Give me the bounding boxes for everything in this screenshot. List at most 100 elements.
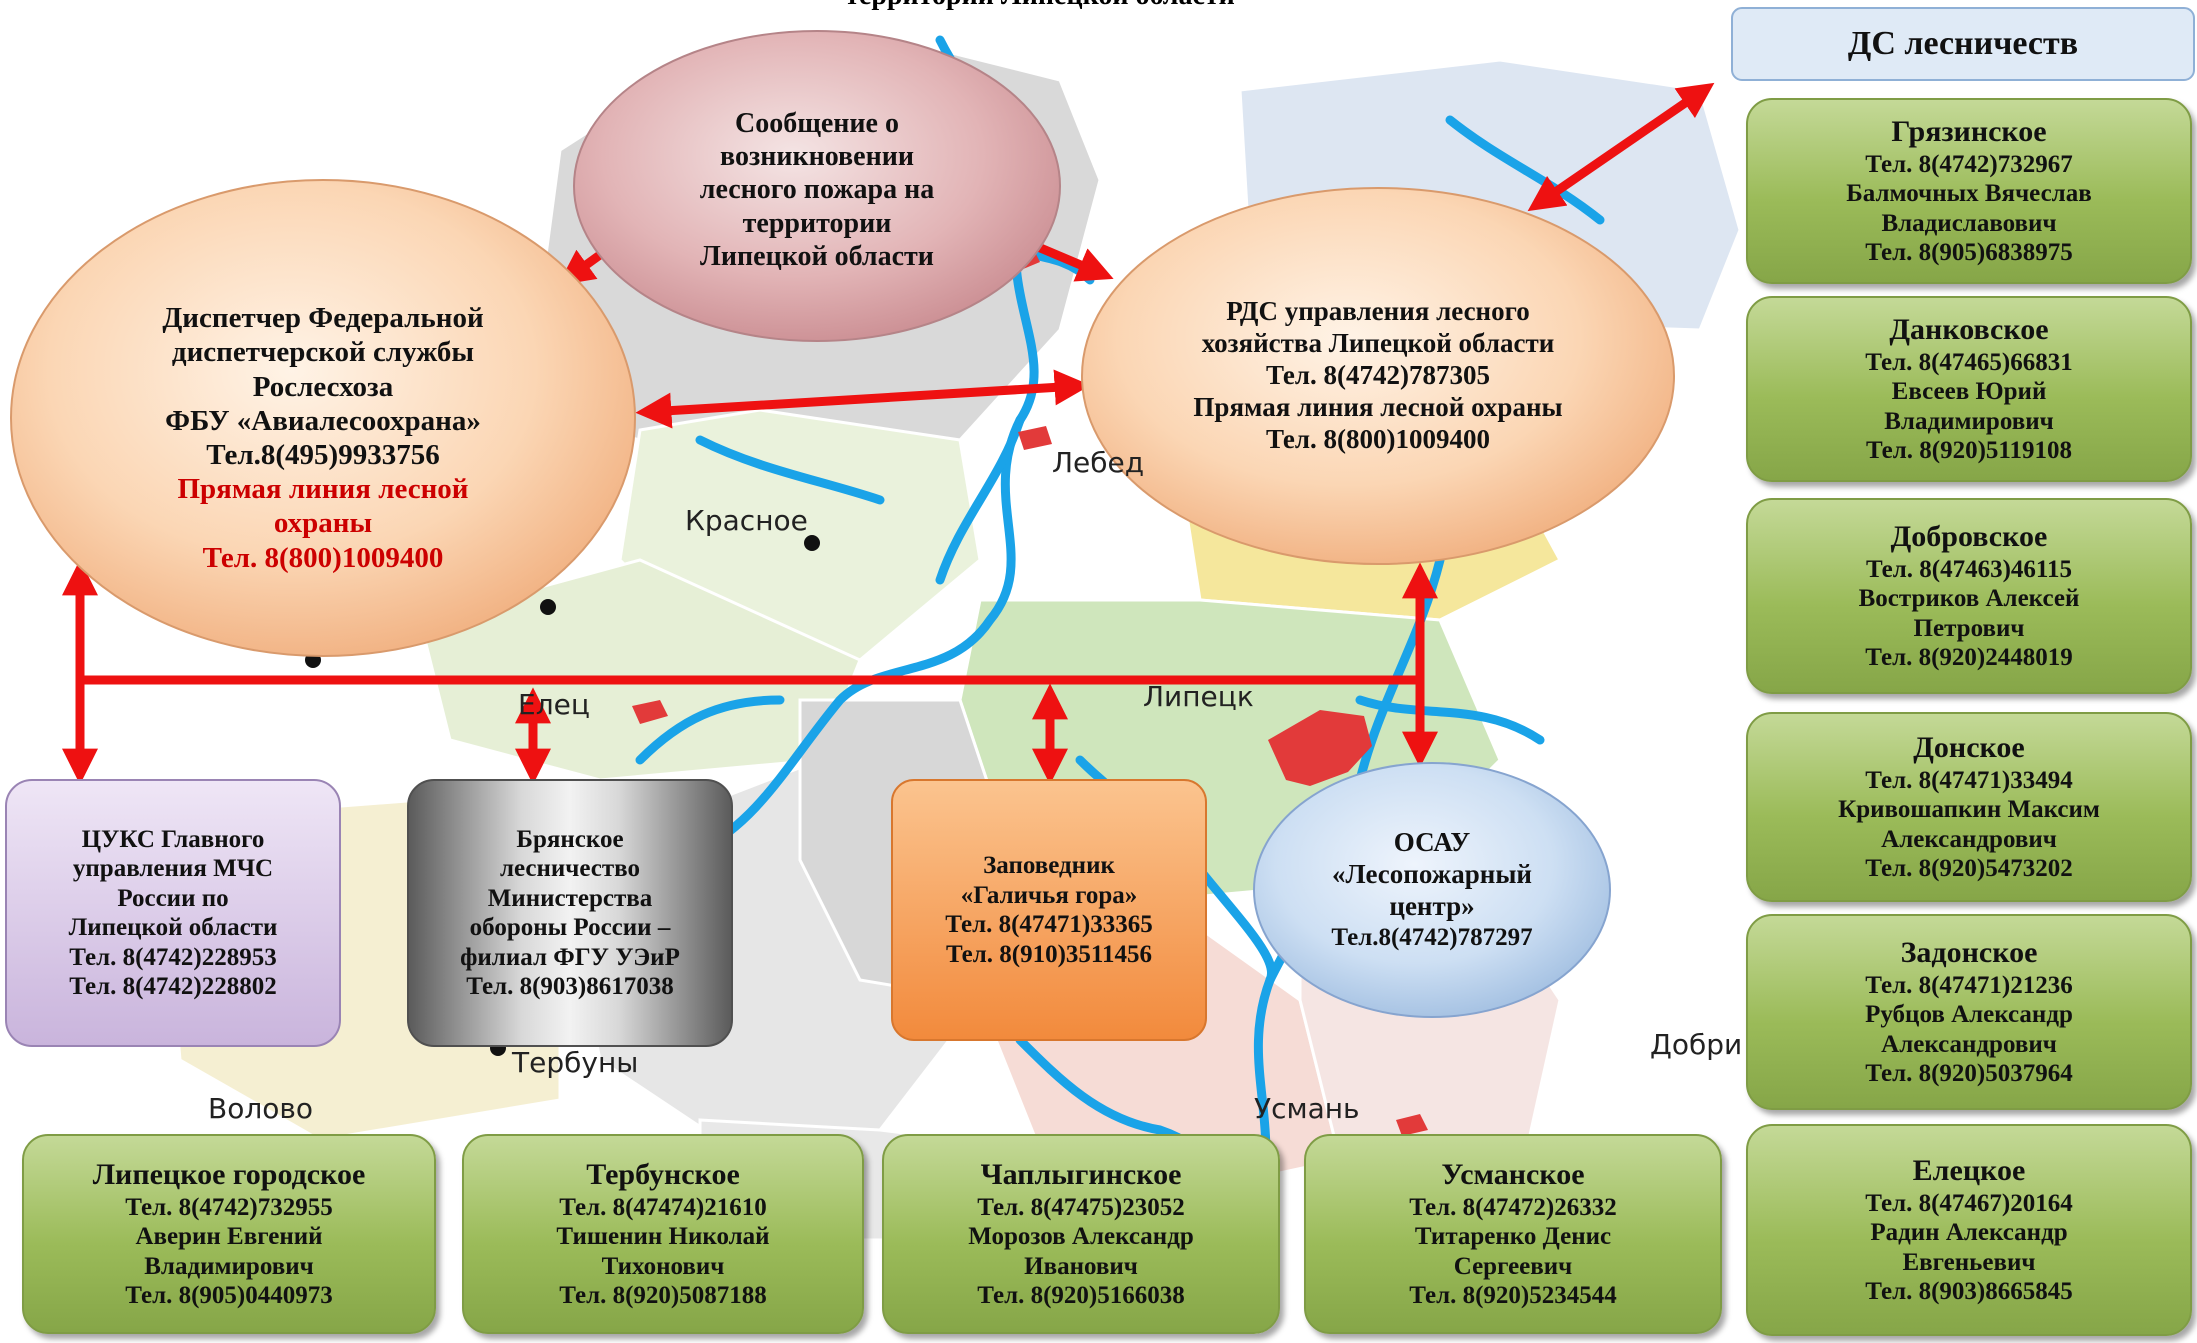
map-label-lebed: Лебед bbox=[1052, 446, 1145, 479]
map-label-dobri: Добри bbox=[1650, 1028, 1743, 1061]
forestry-name: Тербунское bbox=[586, 1158, 740, 1192]
forestry-line: Иванович bbox=[1024, 1252, 1138, 1280]
osau-line: ОСАУ bbox=[1393, 827, 1471, 858]
map-label-usman: Усмань bbox=[1254, 1092, 1360, 1125]
federal-hotline-line: Прямая линия лесной bbox=[177, 473, 469, 506]
forestry-line: Тел. 8(4742)732967 bbox=[1865, 150, 2073, 178]
message-ellipse-bg bbox=[573, 30, 1061, 342]
map-label-elets: Елец bbox=[518, 688, 590, 721]
cuks-box-bg bbox=[5, 779, 341, 1047]
federal-line: диспетчерской службы bbox=[171, 336, 475, 369]
bryansk-line: Тел. 8(903)8617038 bbox=[466, 973, 674, 1000]
osau-line: центр» bbox=[1389, 891, 1475, 922]
osau-line: Тел.8(4742)787297 bbox=[1331, 924, 1533, 952]
cuks-line: России по bbox=[117, 884, 229, 912]
reserve-line: Заповедник bbox=[983, 852, 1115, 879]
map-label-lipetsk: Липецк bbox=[1143, 680, 1254, 713]
federal-line: Тел.8(495)9933756 bbox=[206, 439, 440, 471]
fire-message-node: Сообщение о возникновении лесного пожара… bbox=[640, 90, 994, 290]
osau-fire-center-node: ОСАУ «Лесопожарный центр» Тел.8(4742)787… bbox=[1278, 800, 1586, 980]
federal-hotline-line: Тел. 8(800)1009400 bbox=[202, 541, 444, 574]
bryansk-line: лесничество bbox=[499, 855, 641, 882]
reserve-line: Тел. 8(910)3511456 bbox=[945, 940, 1153, 968]
federal-line: Диспетчер Федеральной bbox=[162, 302, 484, 335]
cuks-line: ЦУКС Главного bbox=[81, 825, 265, 853]
rds-line: хозяйства Липецкой области bbox=[1201, 328, 1555, 359]
cuks-line: Тел. 8(4742)228802 bbox=[69, 973, 277, 1000]
federal-ellipse-bg bbox=[10, 179, 636, 657]
message-line: возникновении bbox=[720, 141, 914, 173]
forestry-line: Тел. 8(47465)66831 bbox=[1865, 348, 2073, 376]
forestry-line: Владимирович bbox=[1884, 407, 2054, 435]
message-line: Липецкой области bbox=[700, 240, 934, 272]
forestry-line: Востриков Алексей bbox=[1858, 585, 2080, 613]
reserve-galichya-gora-node: Заповедник «Галичья гора» Тел. 8(47471)3… bbox=[898, 786, 1200, 1034]
forestry-line: Тел. 8(905)0440973 bbox=[125, 1282, 333, 1310]
forestry-line: Рубцов Александр bbox=[1865, 1001, 2073, 1029]
top-caption: территории Липецкой области bbox=[640, 0, 1440, 12]
osau-ellipse-bg bbox=[1253, 762, 1611, 1018]
forestry-name: Грязинское bbox=[1891, 115, 2047, 149]
rds-line: Прямая линия лесной охраны bbox=[1193, 391, 1563, 422]
reserve-line: Тел. 8(47471)33365 bbox=[945, 911, 1153, 938]
cuks-mchs-node: ЦУКС Главного управления МЧС России по Л… bbox=[12, 786, 334, 1040]
bryansk-line: Министерства bbox=[487, 884, 653, 912]
forestry-line: Тел. 8(47475)23052 bbox=[977, 1193, 1185, 1221]
rds-line: РДС управления лесного bbox=[1226, 296, 1530, 327]
forestry-eletskoe: Елецкое Тел. 8(47467)20164 Радин Алексан… bbox=[1746, 1124, 2192, 1336]
rds-line: Тел. 8(4742)787305 bbox=[1265, 360, 1491, 391]
bryansk-line: обороны России – bbox=[469, 914, 671, 941]
rds-ellipse-bg bbox=[1081, 187, 1675, 565]
forestry-terbunskoe: Тербунское Тел. 8(47474)21610 Тишенин Ни… bbox=[462, 1134, 864, 1334]
forestry-dankovskoe: Данковское Тел. 8(47465)66831 Евсеев Юри… bbox=[1746, 296, 2192, 482]
forestry-line: Тел. 8(47467)20164 bbox=[1865, 1189, 2073, 1217]
forest-fire-spots bbox=[632, 242, 1428, 1136]
forestry-line: Тел. 8(920)5166038 bbox=[977, 1282, 1185, 1310]
forestry-gryazinskoe: Грязинское Тел. 8(4742)732967 Балмочных … bbox=[1746, 98, 2192, 284]
forestry-line: Тел. 8(47472)26332 bbox=[1409, 1193, 1617, 1221]
forestry-dobrovskoe: Добровское Тел. 8(47463)46115 Востриков … bbox=[1746, 498, 2192, 694]
forestry-line: Владиславович bbox=[1881, 209, 2057, 237]
forestry-line: Сергеевич bbox=[1453, 1252, 1573, 1280]
rds-line: Тел. 8(800)1009400 bbox=[1265, 423, 1491, 454]
cuks-line: Липецкой области bbox=[68, 914, 278, 941]
connection-arrows bbox=[62, 82, 1715, 785]
ds-header-bg bbox=[1731, 7, 2195, 81]
forestry-line: Тел. 8(903)8665845 bbox=[1865, 1278, 2073, 1306]
forestry-name: Липецкое городское bbox=[92, 1158, 366, 1192]
federal-line: ФБУ «Авиалесоохрана» bbox=[165, 404, 481, 437]
forestry-line: Тел. 8(47471)33494 bbox=[1865, 766, 2073, 794]
reserve-box-bg bbox=[891, 779, 1207, 1041]
map-label-krasnoe: Красное bbox=[685, 504, 808, 537]
forestry-line: Тел. 8(47474)21610 bbox=[559, 1193, 767, 1221]
cuks-line: Тел. 8(4742)228953 bbox=[69, 943, 277, 971]
forestry-line: Евсеев Юрий bbox=[1891, 378, 2047, 406]
forestry-name: Усманское bbox=[1441, 1158, 1585, 1192]
bryansk-box-bg bbox=[407, 779, 733, 1047]
map-label-volovo: Волово bbox=[208, 1092, 313, 1125]
federal-hotline-line: охраны bbox=[273, 507, 373, 540]
bryansk-forestry-node: Брянское лесничество Министерства оборон… bbox=[414, 786, 726, 1040]
forestry-line: Александрович bbox=[1881, 1030, 2057, 1058]
forestry-line: Тел. 8(905)6838975 bbox=[1865, 239, 2073, 267]
bryansk-line: Брянское bbox=[516, 825, 624, 853]
forestry-line: Тихонович bbox=[601, 1252, 725, 1280]
forestry-line: Александрович bbox=[1881, 825, 2057, 853]
forestry-line: Тел. 8(920)2448019 bbox=[1865, 644, 2073, 672]
reserve-line: «Галичья гора» bbox=[960, 881, 1138, 909]
message-line: лесного пожара на bbox=[699, 174, 935, 206]
forestry-line: Аверин Евгений bbox=[135, 1223, 323, 1251]
forestry-line: Морозов Александр bbox=[968, 1223, 1194, 1251]
forestry-name: Чаплыгинское bbox=[980, 1158, 1182, 1192]
forestry-chaplyginskoe: Чаплыгинское Тел. 8(47475)23052 Морозов … bbox=[882, 1134, 1280, 1334]
forestry-line: Тел. 8(47463)46115 bbox=[1865, 555, 2073, 583]
forestry-line: Балмочных Вячеслав bbox=[1846, 180, 2092, 208]
forestry-line: Евгеньевич bbox=[1902, 1248, 2036, 1276]
forestry-line: Тел. 8(920)5473202 bbox=[1865, 855, 2073, 883]
forestry-line: Тел. 8(920)5119108 bbox=[1865, 437, 2073, 465]
message-line: территории bbox=[742, 207, 892, 239]
message-line: Сообщение о bbox=[735, 108, 899, 140]
forestry-line: Тел. 8(920)5087188 bbox=[559, 1282, 767, 1310]
forestry-donskoe: Донское Тел. 8(47471)33494 Кривошапкин М… bbox=[1746, 712, 2192, 902]
